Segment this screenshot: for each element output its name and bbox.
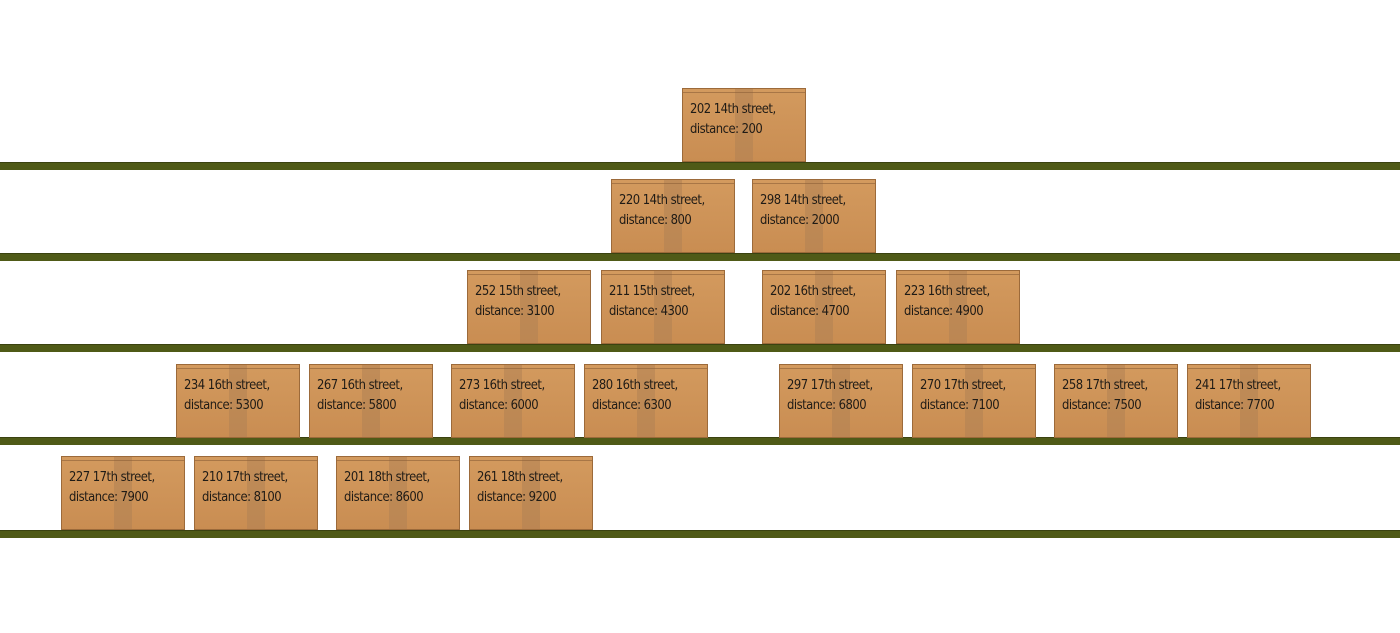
package-address: 210 17th street, <box>202 469 288 485</box>
package-box: 298 14th street, distance: 2000 <box>752 179 876 253</box>
package-box: 267 16th street, distance: 5800 <box>309 364 433 438</box>
package-label: 280 16th street, distance: 6300 <box>592 375 689 415</box>
shelf-2 <box>0 253 1400 261</box>
package-distance: distance: 6300 <box>592 397 672 413</box>
package-box: 241 17th street, distance: 7700 <box>1187 364 1311 438</box>
package-box: 273 16th street, distance: 6000 <box>451 364 575 438</box>
package-distance: distance: 8600 <box>344 489 424 505</box>
package-label: 298 14th street, distance: 2000 <box>760 190 857 230</box>
package-label: 267 16th street, distance: 5800 <box>317 375 414 415</box>
package-distance: distance: 4700 <box>770 303 850 319</box>
package-box: 280 16th street, distance: 6300 <box>584 364 708 438</box>
package-address: 223 16th street, <box>904 283 990 299</box>
package-label: 258 17th street, distance: 7500 <box>1062 375 1159 415</box>
package-address: 241 17th street, <box>1195 377 1281 393</box>
package-distance: distance: 4900 <box>904 303 984 319</box>
package-address: 252 15th street, <box>475 283 561 299</box>
package-label: 223 16th street, distance: 4900 <box>904 281 1001 321</box>
shelf-4 <box>0 437 1400 445</box>
package-address: 201 18th street, <box>344 469 430 485</box>
package-address: 297 17th street, <box>787 377 873 393</box>
package-address: 202 16th street, <box>770 283 856 299</box>
package-address: 211 15th street, <box>609 283 695 299</box>
package-address: 273 16th street, <box>459 377 545 393</box>
package-address: 270 17th street, <box>920 377 1006 393</box>
package-address: 261 18th street, <box>477 469 563 485</box>
package-distance: distance: 2000 <box>760 212 840 228</box>
package-box: 201 18th street, distance: 8600 <box>336 456 460 530</box>
shelf-5 <box>0 530 1400 538</box>
package-distance: distance: 7700 <box>1195 397 1275 413</box>
package-box: 220 14th street, distance: 800 <box>611 179 735 253</box>
package-box: 297 17th street, distance: 6800 <box>779 364 903 438</box>
package-box: 202 16th street, distance: 4700 <box>762 270 886 344</box>
package-box: 252 15th street, distance: 3100 <box>467 270 591 344</box>
package-label: 202 14th street, distance: 200 <box>690 99 787 139</box>
package-box: 202 14th street, distance: 200 <box>682 88 806 162</box>
package-label: 202 16th street, distance: 4700 <box>770 281 867 321</box>
package-distance: distance: 8100 <box>202 489 282 505</box>
package-address: 298 14th street, <box>760 192 846 208</box>
package-box: 234 16th street, distance: 5300 <box>176 364 300 438</box>
package-box: 210 17th street, distance: 8100 <box>194 456 318 530</box>
package-label: 220 14th street, distance: 800 <box>619 190 716 230</box>
package-label: 227 17th street, distance: 7900 <box>69 467 166 507</box>
package-distance: distance: 7500 <box>1062 397 1142 413</box>
package-label: 297 17th street, distance: 6800 <box>787 375 884 415</box>
package-distance: distance: 7100 <box>920 397 1000 413</box>
package-address: 280 16th street, <box>592 377 678 393</box>
package-address: 220 14th street, <box>619 192 705 208</box>
package-address: 234 16th street, <box>184 377 270 393</box>
package-box: 258 17th street, distance: 7500 <box>1054 364 1178 438</box>
package-label: 211 15th street, distance: 4300 <box>609 281 706 321</box>
package-label: 270 17th street, distance: 7100 <box>920 375 1017 415</box>
package-distance: distance: 3100 <box>475 303 555 319</box>
package-distance: distance: 800 <box>619 212 692 228</box>
shelf-3 <box>0 344 1400 352</box>
package-distance: distance: 5300 <box>184 397 264 413</box>
package-address: 258 17th street, <box>1062 377 1148 393</box>
package-label: 261 18th street, distance: 9200 <box>477 467 574 507</box>
package-label: 241 17th street, distance: 7700 <box>1195 375 1292 415</box>
package-label: 234 16th street, distance: 5300 <box>184 375 281 415</box>
shelf-1 <box>0 162 1400 170</box>
package-label: 210 17th street, distance: 8100 <box>202 467 299 507</box>
package-distance: distance: 5800 <box>317 397 397 413</box>
package-address: 267 16th street, <box>317 377 403 393</box>
package-address: 202 14th street, <box>690 101 776 117</box>
package-distance: distance: 4300 <box>609 303 689 319</box>
package-box: 270 17th street, distance: 7100 <box>912 364 1036 438</box>
package-label: 201 18th street, distance: 8600 <box>344 467 441 507</box>
package-distance: distance: 6000 <box>459 397 539 413</box>
package-box: 211 15th street, distance: 4300 <box>601 270 725 344</box>
package-address: 227 17th street, <box>69 469 155 485</box>
package-distance: distance: 6800 <box>787 397 867 413</box>
package-box: 227 17th street, distance: 7900 <box>61 456 185 530</box>
package-box: 223 16th street, distance: 4900 <box>896 270 1020 344</box>
package-label: 273 16th street, distance: 6000 <box>459 375 556 415</box>
package-label: 252 15th street, distance: 3100 <box>475 281 572 321</box>
package-distance: distance: 9200 <box>477 489 557 505</box>
package-box: 261 18th street, distance: 9200 <box>469 456 593 530</box>
package-distance: distance: 200 <box>690 121 763 137</box>
package-distance: distance: 7900 <box>69 489 149 505</box>
